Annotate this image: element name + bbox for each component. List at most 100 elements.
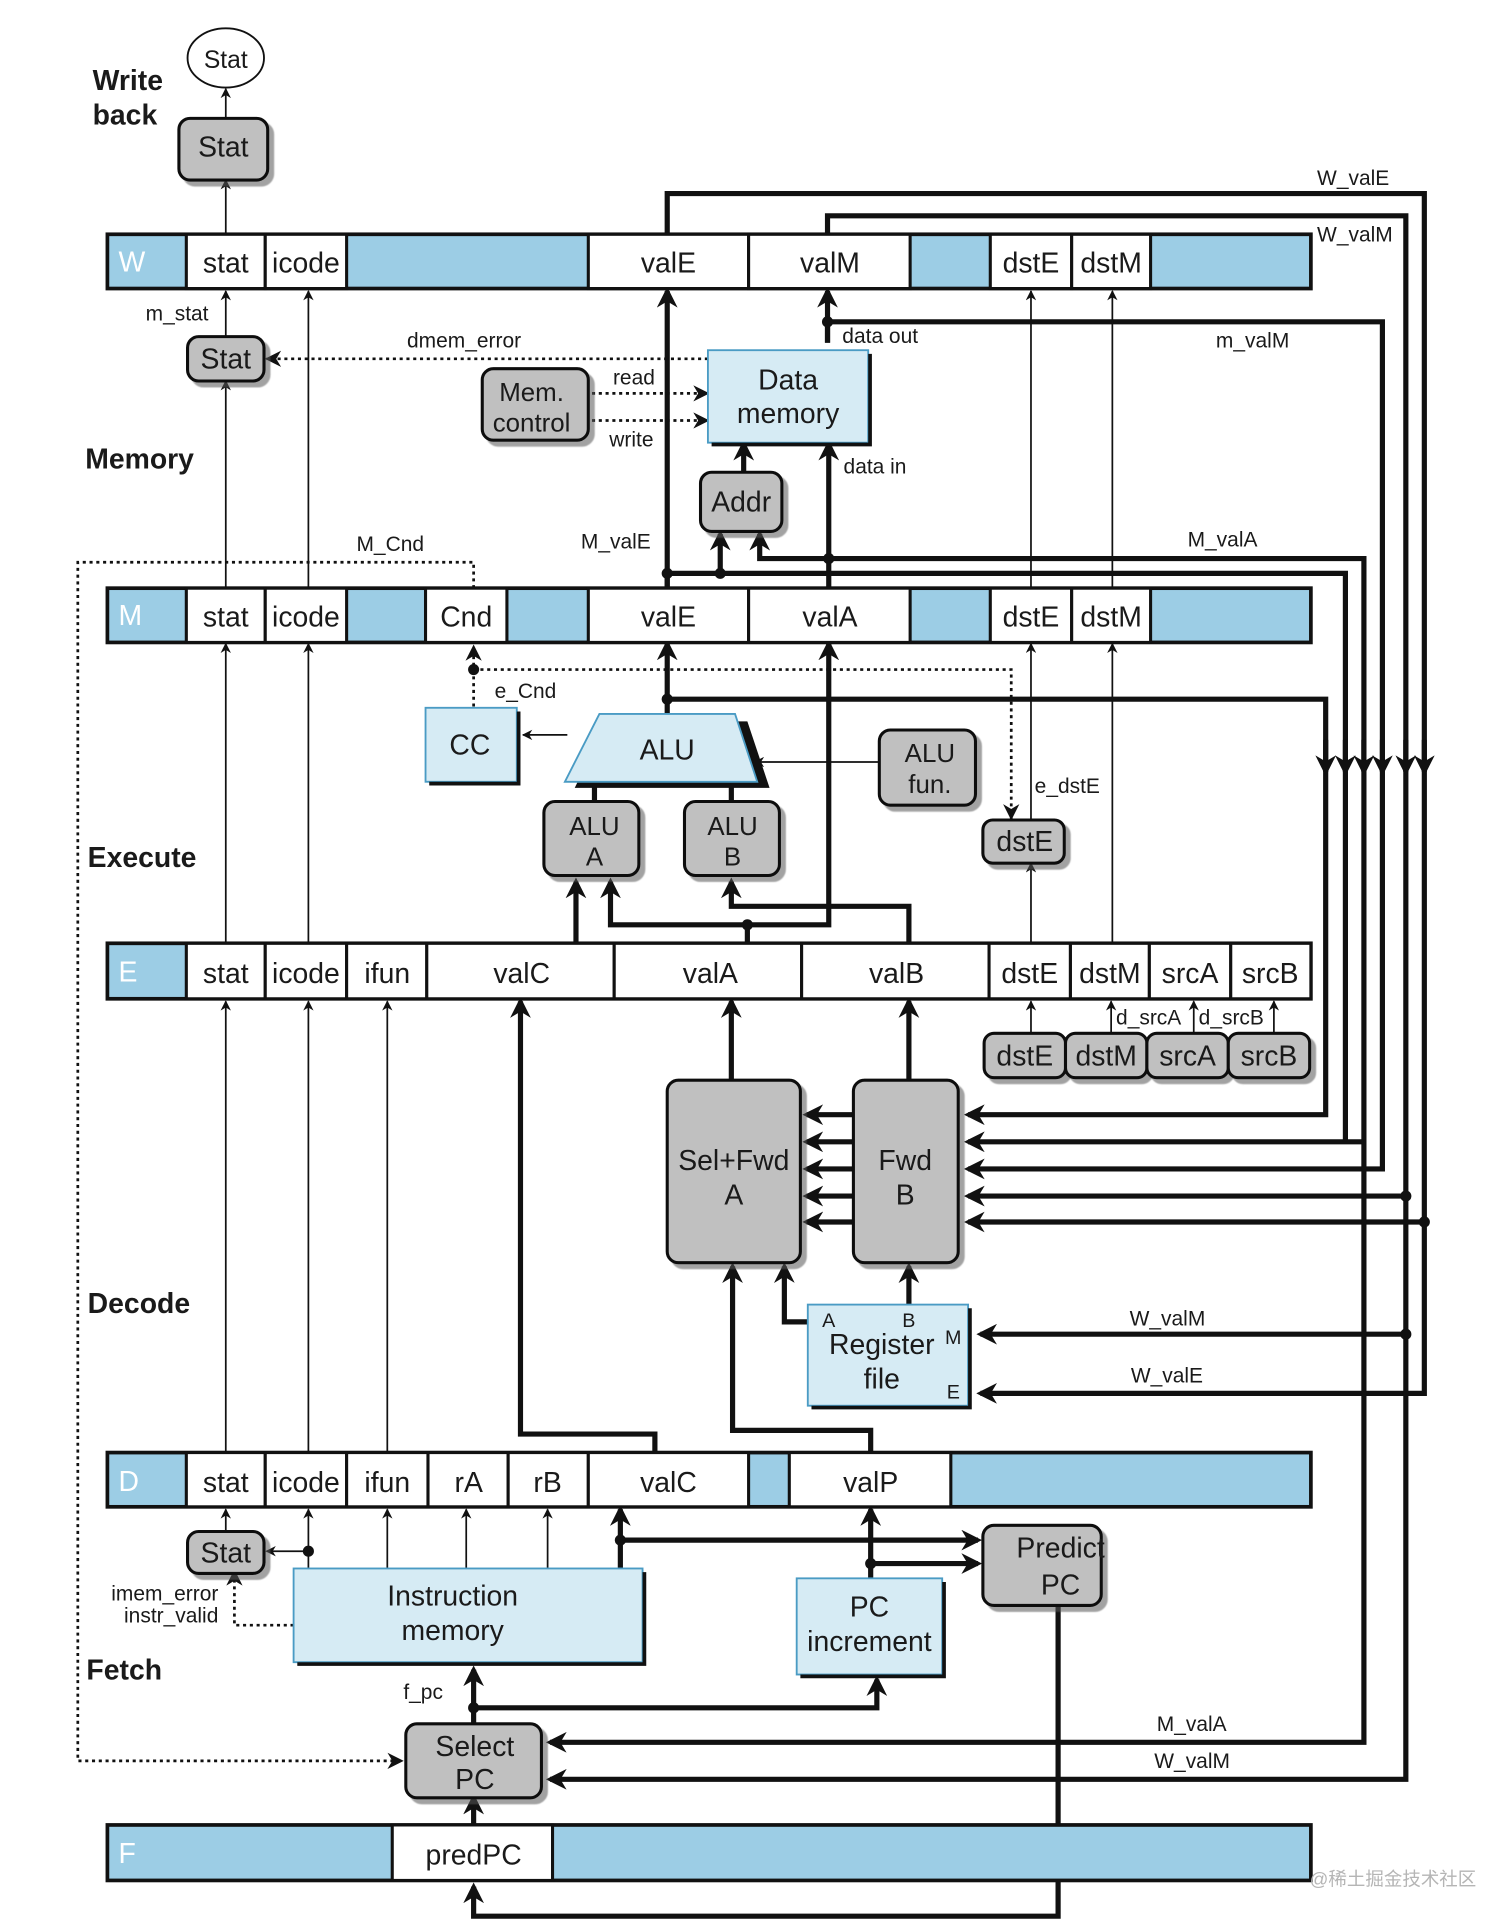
field-rB: rB [533, 1467, 561, 1499]
field-ifun: ifun [364, 1467, 410, 1499]
field-icode: icode [272, 248, 340, 280]
field-ifun: ifun [364, 958, 410, 990]
thin-wires [220, 87, 1280, 1569]
svg-text:ALU: ALU [707, 813, 757, 841]
svg-text:dstM: dstM [1075, 1040, 1136, 1072]
field-rA: rA [455, 1467, 483, 1499]
svg-text:Stat: Stat [198, 132, 249, 164]
field-valP: valP [843, 1467, 898, 1499]
w-stat-block [177, 116, 270, 182]
field-valB: valB [869, 958, 924, 990]
register-file-block [806, 1303, 970, 1407]
alu-b-block [682, 799, 781, 878]
sel-fwd-a-block [665, 1078, 802, 1265]
blocks: Stat Stat Stat Mem. control Data memory … [177, 27, 1312, 1800]
svg-text:memory: memory [401, 1615, 504, 1647]
register-E: E stat icode ifun valC valA valB dstE ds… [105, 941, 1313, 1001]
label-e-dste: e_dstE [1035, 775, 1100, 798]
addr-block [698, 470, 784, 533]
field-icode: icode [272, 1467, 340, 1499]
bus-w-valm [545, 213, 1409, 1790]
field-valC: valC [493, 958, 550, 990]
label-imem-error: imem_error [111, 1583, 218, 1606]
instruction-memory-block [292, 1567, 644, 1664]
label-e-cnd: e_Cnd [495, 680, 557, 703]
field-srcB: srcB [1242, 958, 1299, 990]
field-valM: valM [800, 248, 860, 280]
svg-text:Stat: Stat [201, 1537, 252, 1569]
d-srcb-block [1226, 1031, 1312, 1080]
svg-text:increment: increment [807, 1626, 932, 1658]
alu-a-block [542, 799, 641, 878]
stat-output [186, 27, 265, 89]
svg-text:Instruction: Instruction [387, 1580, 518, 1612]
label-write: write [608, 428, 653, 451]
svg-text:A: A [822, 1310, 836, 1332]
data-memory-block [706, 349, 870, 444]
label-w-valm-rf: W_valM [1130, 1308, 1206, 1331]
register-label: W [118, 246, 145, 278]
field-valE: valE [641, 248, 696, 280]
svg-text:dstE: dstE [996, 1040, 1053, 1072]
label-m-valm: m_valM [1216, 330, 1289, 353]
label-m-vala: M_valA [1188, 528, 1258, 551]
field-stat: stat [203, 958, 249, 990]
mem-control-block [480, 367, 590, 442]
field-stat: stat [203, 248, 249, 280]
field-valA: valA [683, 958, 738, 990]
stage-execute: Execute [88, 842, 197, 874]
m-stat-block [186, 335, 266, 383]
field-dstM: dstM [1080, 248, 1141, 280]
svg-text:Fwd: Fwd [878, 1145, 932, 1177]
stage-labels: Write back Memory Execute Decode Fetch [85, 65, 196, 1686]
predict-pc-block [981, 1523, 1103, 1608]
stage-fetch: Fetch [86, 1654, 162, 1686]
bus-m-vala [545, 555, 1367, 1753]
label-d-srca: d_srcA [1116, 1007, 1181, 1030]
svg-text:PC: PC [1041, 1569, 1080, 1601]
svg-text:Addr: Addr [711, 487, 771, 519]
select-pc-block [404, 1722, 543, 1800]
bus-w-vale [664, 191, 1427, 1404]
label-m-vala-sel: M_valA [1157, 1713, 1227, 1736]
register-M: M stat icode Cnd valE valA dstE dstM [105, 586, 1313, 645]
register-label: E [118, 957, 137, 989]
label-w-valm-sel: W_valM [1154, 1750, 1230, 1773]
field-dstM: dstM [1080, 601, 1141, 633]
e-dste-block [981, 818, 1066, 865]
svg-text:E: E [947, 1381, 960, 1403]
svg-text:ALU: ALU [569, 813, 619, 841]
register-D: D stat icode ifun rA rB valC valP [105, 1450, 1313, 1509]
svg-text:Stat: Stat [204, 47, 248, 74]
control-wires [76, 350, 1020, 1769]
label-w-vale: W_valE [1317, 167, 1389, 190]
field-stat: stat [203, 601, 249, 633]
fwd-b-block [851, 1078, 960, 1265]
f-stat-block [186, 1529, 266, 1575]
stage-memory: Memory [85, 444, 194, 476]
label-dmem-error: dmem_error [407, 330, 521, 353]
field-srcA: srcA [1162, 958, 1219, 990]
label-w-vale-rf: W_valE [1131, 1364, 1203, 1387]
svg-text:Mem.: Mem. [499, 379, 564, 407]
svg-text:dstE: dstE [996, 826, 1053, 858]
svg-text:srcB: srcB [1241, 1040, 1298, 1072]
field-valE: valE [641, 601, 696, 633]
label-d-srcb: d_srcB [1199, 1007, 1264, 1030]
register-label: M [118, 600, 142, 632]
svg-text:Register: Register [829, 1329, 935, 1361]
svg-text:B: B [902, 1310, 915, 1332]
field-Cnd: Cnd [440, 601, 492, 633]
field-valC: valC [640, 1467, 697, 1499]
label-read: read [613, 367, 655, 390]
label-w-valm: W_valM [1317, 224, 1393, 247]
label-f-pc: f_pc [403, 1681, 443, 1704]
svg-text:ALU: ALU [640, 735, 695, 767]
register-label: F [118, 1838, 135, 1870]
svg-text:Data: Data [758, 365, 818, 397]
svg-text:control: control [493, 410, 571, 438]
svg-text:back: back [93, 100, 158, 132]
field-dstM: dstM [1079, 958, 1140, 990]
svg-text:B: B [724, 844, 741, 872]
label-data-in: data in [844, 456, 907, 479]
